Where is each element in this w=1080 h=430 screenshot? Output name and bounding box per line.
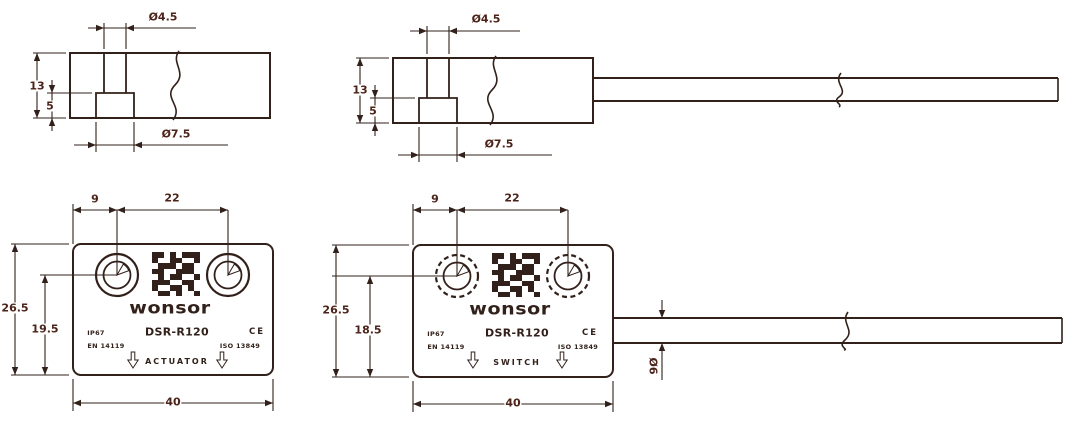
down-arrow-icon	[215, 351, 229, 369]
part-name: SWITCH	[493, 358, 541, 367]
ce-mark: CE	[581, 327, 599, 338]
dim-edge-to-hole: 9	[430, 192, 440, 206]
dim-hole-spacing: 22	[503, 191, 521, 205]
dim-hole-dia: Ø4.5	[470, 12, 502, 26]
break-line	[169, 50, 181, 121]
switch-side-dimensions	[356, 26, 552, 162]
model-number: DSR-R120	[485, 326, 549, 340]
dim-hole-dia: Ø4.5	[147, 10, 179, 24]
qr-code	[152, 252, 200, 296]
model-number: DSR-R120	[145, 325, 209, 339]
dim-cbore-depth: 5	[368, 104, 378, 118]
brand-logo: wonsor	[129, 298, 211, 319]
standard-en: EN 14119	[87, 341, 125, 350]
dim-cbore-dia: Ø7.5	[160, 127, 192, 141]
qr-code	[492, 253, 540, 297]
dim-hole-center-height: 18.5	[353, 323, 383, 337]
break-line	[486, 55, 498, 126]
dim-body-height: 26.5	[321, 303, 351, 317]
dim-hole-center-height: 19.5	[30, 322, 60, 336]
dim-hole-spacing: 22	[163, 191, 181, 205]
part-name: ACTUATOR	[145, 357, 209, 366]
dim-thickness: 13	[351, 83, 369, 97]
brand-logo: wonsor	[469, 299, 551, 320]
actuator-side-dimensions	[33, 23, 228, 152]
dim-cbore-dia: Ø7.5	[483, 137, 515, 151]
ip-rating: IP67	[427, 329, 445, 338]
standard-en: EN 14119	[427, 342, 465, 351]
ce-mark: CE	[248, 326, 266, 337]
standard-iso: ISO 13849	[557, 342, 599, 351]
standard-iso: ISO 13849	[219, 341, 261, 350]
cable-break-line	[835, 72, 844, 108]
switch-side-view	[392, 55, 1059, 126]
dim-edge-to-hole: 9	[90, 192, 100, 206]
ip-rating: IP67	[87, 328, 105, 337]
down-arrow-icon	[555, 351, 569, 369]
down-arrow-icon	[466, 351, 480, 369]
switch-front-dimensions	[332, 204, 666, 412]
dim-body-width: 40	[504, 396, 522, 410]
cable-break-line	[841, 311, 850, 351]
dim-cbore-depth: 5	[45, 99, 55, 113]
down-arrow-icon	[126, 351, 140, 369]
dim-cable-dia: Ø6	[646, 356, 660, 376]
dim-body-width: 40	[164, 395, 182, 409]
actuator-side-view	[69, 50, 271, 121]
dim-body-height: 26.5	[0, 301, 30, 315]
dim-thickness: 13	[28, 79, 46, 93]
